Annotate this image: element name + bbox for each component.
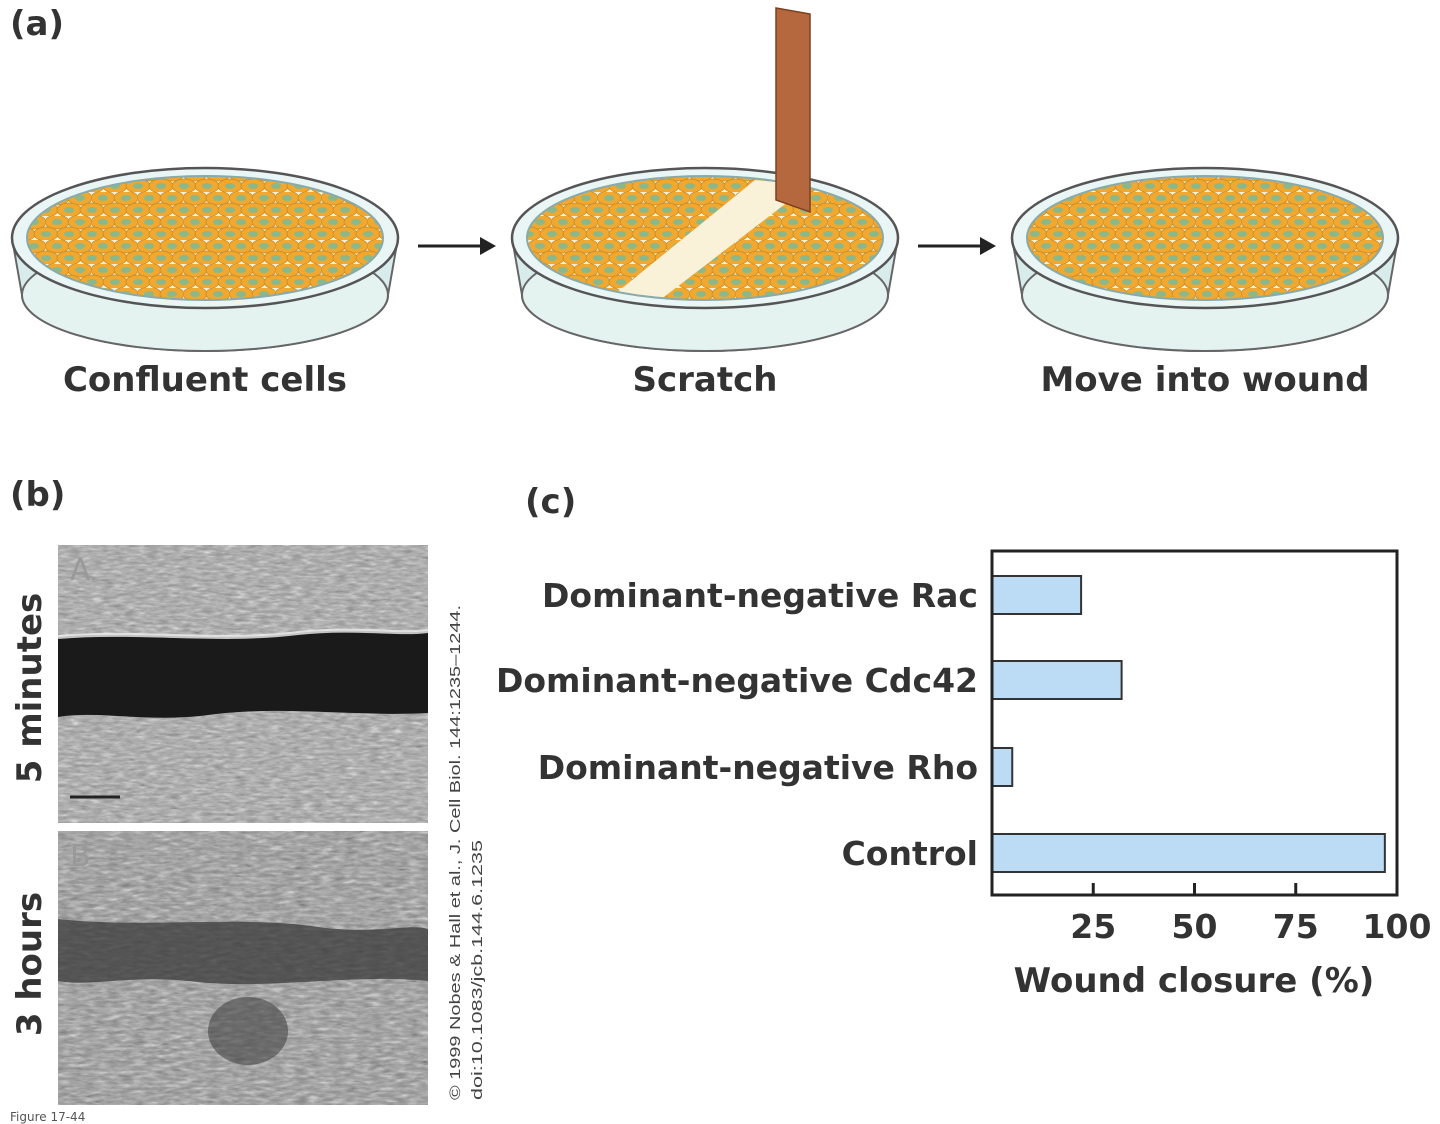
micrograph-5-minutes: A [58, 545, 428, 823]
x-tick-label-3: 100 [1363, 907, 1432, 946]
micrograph-letter-a: A [70, 553, 91, 588]
x-axis-label: Wound closure (%) [1014, 961, 1375, 1001]
category-label-0: Dominant-negative Rac [542, 576, 978, 615]
copyright-credit: © 1999 Nobes & Hall et al., J. Cell Biol… [438, 600, 498, 1100]
arrow-right-icon [918, 237, 996, 255]
figure-number: Figure 17-44 [10, 1110, 86, 1124]
bar-0 [991, 575, 1083, 615]
x-tick-label-1: 50 [1172, 907, 1218, 946]
panel-label-a: (a) [10, 4, 65, 44]
step-label-move: Move into wound [1040, 360, 1370, 400]
dish-healed [1010, 166, 1400, 352]
micrograph-letter-b: B [70, 839, 91, 874]
dish-scratch [510, 166, 900, 352]
scratch-assay-diagram [10, 7, 1400, 352]
category-label-1: Dominant-negative Cdc42 [496, 661, 978, 700]
category-label-3: Control [842, 834, 978, 873]
time-label-5-minutes: 5 minutes [10, 592, 50, 784]
step-label-scratch: Scratch [632, 360, 778, 400]
x-tick-label-0: 25 [1070, 907, 1116, 946]
time-label-3-hours: 3 hours [10, 891, 50, 1037]
arrow-right-icon [418, 237, 496, 255]
bar-1 [991, 660, 1123, 700]
bar-2 [991, 747, 1014, 787]
credit-line-2: doi:10.1083/jcb.144.6.1235 [469, 840, 486, 1100]
panel-label-b: (b) [10, 475, 66, 515]
dish-confluent [10, 166, 400, 352]
bar-3 [991, 833, 1386, 873]
category-label-2: Dominant-negative Rho [538, 748, 978, 787]
scraper-tool [775, 7, 811, 214]
credit-line-1: © 1999 Nobes & Hall et al., J. Cell Biol… [447, 605, 464, 1100]
micrograph-3-hours: B [58, 831, 428, 1105]
step-label-confluent: Confluent cells [62, 360, 348, 400]
panel-label-c: (c) [525, 482, 577, 522]
x-tick-label-2: 75 [1273, 907, 1319, 946]
